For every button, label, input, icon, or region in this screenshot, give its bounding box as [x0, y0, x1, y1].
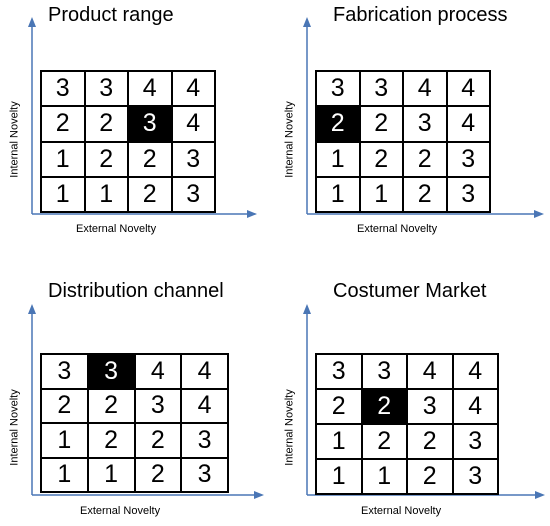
x-axis-label: External Novelty: [357, 223, 438, 235]
grid-cell: 1: [84, 176, 128, 212]
grid-cell: 1: [41, 176, 85, 212]
grid-cell: 3: [446, 176, 490, 212]
grid-cell: 4: [446, 71, 490, 107]
grid-cell: 2: [359, 141, 403, 177]
y-axis-arrow: [28, 17, 36, 27]
grid-cell: 2: [41, 106, 85, 142]
highlighted-cell: 3: [87, 354, 135, 389]
grid-cell: 2: [41, 388, 88, 423]
grid-cell: 4: [134, 354, 182, 389]
grid-cell: 1: [41, 141, 85, 177]
x-axis-arrow: [535, 491, 545, 499]
x-axis-label: External Novelty: [76, 223, 157, 235]
grid-cell: 2: [84, 141, 128, 177]
grid-cell: 2: [403, 141, 447, 177]
y-axis-arrow: [303, 304, 311, 314]
axes: [28, 304, 264, 499]
highlighted-cell: 2: [361, 389, 407, 424]
grid-cell: 1: [316, 141, 360, 177]
grid-cell: 2: [361, 424, 407, 459]
grid-cell: 2: [359, 106, 403, 142]
grid-cell: 3: [171, 141, 215, 177]
y-axis-label: Internal Novelty: [283, 389, 296, 466]
axes: [28, 17, 257, 218]
grid-cell: 4: [128, 71, 172, 107]
grid-cell: 3: [134, 388, 182, 423]
grid-cell: 2: [407, 459, 453, 494]
grid-cell: 2: [87, 423, 135, 458]
grid-cell: 3: [181, 423, 228, 458]
grid-cell: 1: [41, 457, 88, 492]
grid-cell: 3: [361, 354, 407, 389]
grid-cell: 1: [316, 176, 360, 212]
x-axis-label: External Novelty: [361, 505, 442, 517]
grid-cell: 3: [316, 71, 360, 107]
grid-cell: 4: [171, 71, 215, 107]
highlighted-cell: 3: [128, 106, 172, 142]
grid-cell: 3: [452, 459, 498, 494]
grid-cell: 4: [446, 106, 490, 142]
grid-cell: 4: [452, 389, 498, 424]
panel-title: Fabrication process: [333, 4, 508, 26]
grid-cell: 2: [316, 389, 362, 424]
grid-cell: 2: [84, 106, 128, 142]
grid-cell: 2: [134, 457, 182, 492]
grid-cell: 3: [359, 71, 403, 107]
panel-title: Costumer Market: [333, 280, 487, 302]
y-axis-arrow: [303, 17, 311, 27]
x-axis-arrow: [247, 210, 257, 218]
x-axis-arrow: [534, 210, 544, 218]
panel-title: Product range: [48, 4, 174, 26]
grid-cell: 3: [171, 176, 215, 212]
grid-cell: 4: [403, 71, 447, 107]
x-axis-arrow: [254, 491, 264, 499]
y-axis-label: Internal Novelty: [8, 389, 21, 466]
grid-cell: 3: [84, 71, 128, 107]
grid-cell: 2: [128, 141, 172, 177]
grid-cell: 2: [87, 388, 135, 423]
grid-cell: 1: [41, 423, 88, 458]
x-axis-label: External Novelty: [80, 505, 161, 517]
grid-cell: 4: [452, 354, 498, 389]
y-axis-arrow: [28, 304, 36, 314]
grid-cell: 3: [316, 354, 362, 389]
grid-cell: 1: [361, 459, 407, 494]
grid-cell: 1: [359, 176, 403, 212]
axes: [303, 17, 544, 218]
grid-cell: 2: [403, 176, 447, 212]
highlighted-cell: 2: [316, 106, 360, 142]
grid-cell: 2: [407, 424, 453, 459]
grid-cell: 4: [181, 388, 228, 423]
grid-cell: 2: [128, 176, 172, 212]
grid-cell: 4: [171, 106, 215, 142]
grid-cell: 3: [407, 389, 453, 424]
grid-cell: 4: [407, 354, 453, 389]
grid-cell: 3: [403, 106, 447, 142]
y-axis-label: Internal Novelty: [283, 101, 296, 178]
panel-title: Distribution channel: [48, 280, 224, 302]
grid-cell: 3: [41, 71, 85, 107]
grid-cell: 4: [181, 354, 228, 389]
grid-cell: 1: [87, 457, 135, 492]
grid-cell: 3: [446, 141, 490, 177]
grid-cell: 1: [316, 424, 362, 459]
grid-cell: 3: [452, 424, 498, 459]
grid-cell: 3: [181, 457, 228, 492]
grid-cell: 2: [134, 423, 182, 458]
y-axis-label: Internal Novelty: [8, 101, 21, 178]
grid-cell: 3: [41, 354, 88, 389]
grid-cell: 1: [316, 459, 362, 494]
axes: [303, 304, 545, 499]
